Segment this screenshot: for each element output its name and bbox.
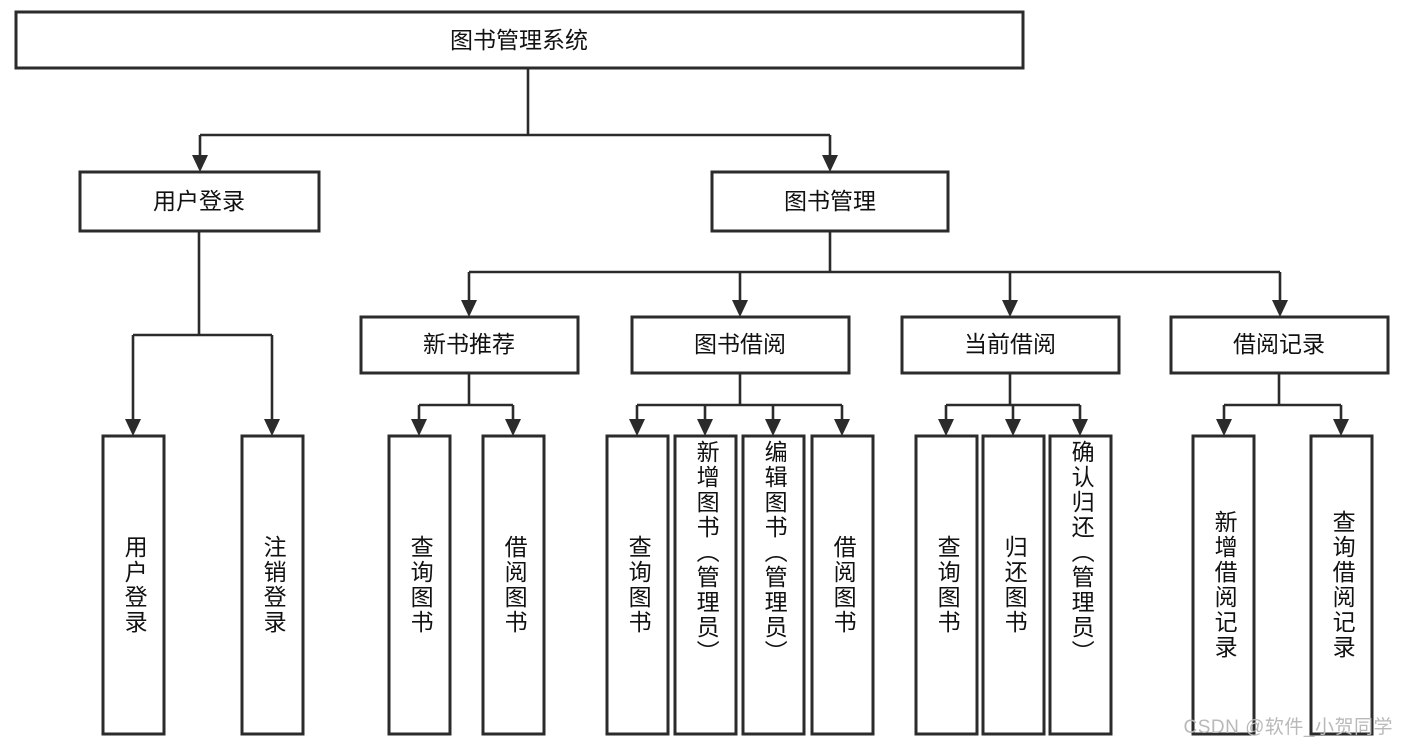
arrow-head-icon bbox=[1072, 419, 1088, 436]
node-book-borrow-label: 图书借阅 bbox=[694, 331, 786, 357]
node-leaf-edit-book-admin[interactable] bbox=[741, 434, 806, 736]
connector-root-to-level2 bbox=[192, 68, 838, 172]
arrow-head-icon bbox=[697, 419, 713, 436]
node-leaf-logout[interactable] bbox=[240, 434, 305, 736]
arrow-head-icon bbox=[461, 300, 477, 317]
node-borrow-record-label: 借阅记录 bbox=[1233, 331, 1325, 357]
arrow-head-icon bbox=[1216, 419, 1232, 436]
arrow-head-icon bbox=[732, 300, 748, 317]
arrow-head-icon bbox=[505, 419, 521, 436]
arrow-head-icon bbox=[765, 419, 781, 436]
node-leaf-query-borrow-record[interactable] bbox=[1309, 434, 1374, 736]
node-book-management[interactable] bbox=[710, 170, 950, 233]
node-borrow-record[interactable] bbox=[1169, 315, 1390, 375]
node-current-borrow-label: 当前借阅 bbox=[964, 331, 1056, 357]
node-user-login-label: 用户登录 bbox=[153, 188, 245, 214]
connector-new-book-to-leaves bbox=[411, 373, 521, 436]
arrow-head-icon bbox=[264, 419, 280, 436]
arrow-head-icon bbox=[1333, 419, 1349, 436]
node-leaf-borrow-book-bb[interactable] bbox=[810, 434, 875, 736]
connector-user-login-to-leaves bbox=[125, 231, 280, 436]
arrow-head-icon bbox=[822, 155, 838, 172]
node-root-book-management-system[interactable] bbox=[14, 10, 1025, 70]
node-leaf-return-book[interactable] bbox=[981, 434, 1046, 736]
node-leaf-query-book-bb[interactable] bbox=[605, 434, 670, 736]
connector-book-management-to-level3 bbox=[461, 231, 1288, 317]
node-leaf-user-login[interactable] bbox=[101, 434, 166, 736]
arrow-head-icon bbox=[411, 419, 427, 436]
node-new-book-recommend-label: 新书推荐 bbox=[423, 331, 515, 357]
arrow-head-icon bbox=[834, 419, 850, 436]
node-book-borrow[interactable] bbox=[630, 315, 851, 375]
node-leaf-add-book-admin[interactable] bbox=[673, 434, 738, 736]
node-leaf-borrow-book-nb[interactable] bbox=[481, 434, 546, 736]
arrow-head-icon bbox=[125, 419, 141, 436]
connector-book-borrow-to-leaves bbox=[629, 373, 850, 436]
node-leaf-query-book-cb[interactable] bbox=[914, 434, 979, 736]
arrow-head-icon bbox=[1272, 300, 1288, 317]
node-leaf-confirm-return-admin[interactable] bbox=[1048, 434, 1113, 736]
csdn-watermark: CSDN @软件_小贺同学 bbox=[1183, 717, 1393, 738]
node-root-label: 图书管理系统 bbox=[450, 27, 588, 53]
arrow-head-icon bbox=[1002, 300, 1018, 317]
node-current-borrow[interactable] bbox=[900, 315, 1121, 375]
node-leaf-add-borrow-record[interactable] bbox=[1191, 434, 1256, 736]
connector-current-borrow-to-leaves bbox=[938, 373, 1088, 436]
connector-borrow-record-to-leaves bbox=[1216, 373, 1349, 436]
node-book-management-label: 图书管理 bbox=[784, 188, 876, 214]
arrow-head-icon bbox=[629, 419, 645, 436]
node-leaf-query-book-nb[interactable] bbox=[387, 434, 452, 736]
arrow-head-icon bbox=[1005, 419, 1021, 436]
node-new-book-recommend[interactable] bbox=[359, 315, 580, 375]
arrow-head-icon bbox=[938, 419, 954, 436]
arrow-head-icon bbox=[192, 155, 208, 172]
